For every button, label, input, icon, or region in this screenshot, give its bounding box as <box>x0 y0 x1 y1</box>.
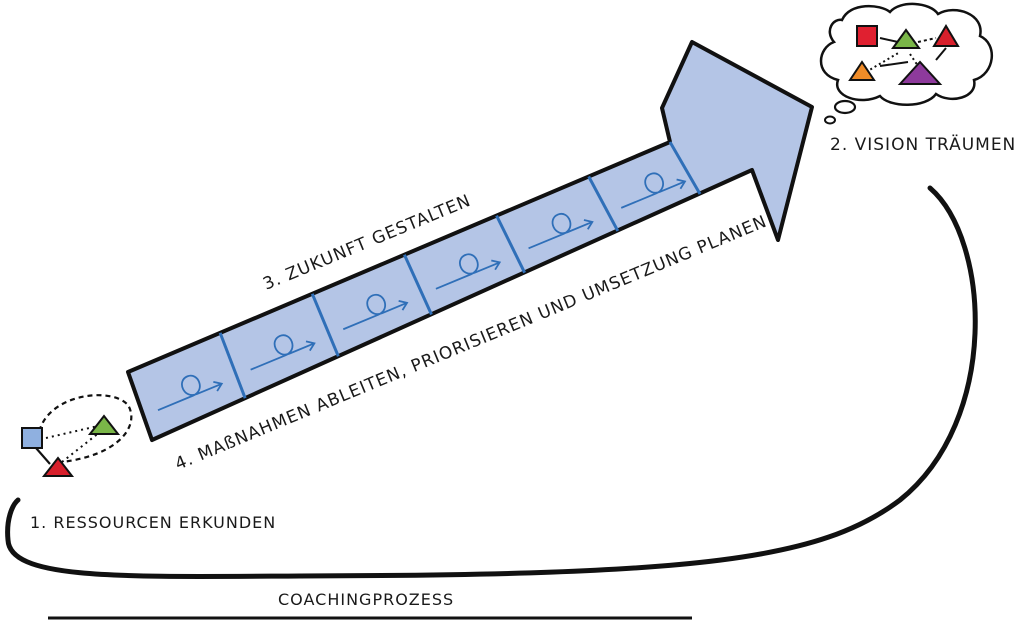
loop-arrow-icon <box>157 374 224 412</box>
arrow-segment-dividers <box>218 141 702 399</box>
segment-divider <box>218 332 247 399</box>
loop-arrow-icon <box>435 253 502 290</box>
thought-cloud-icon <box>819 2 994 125</box>
loop-arrow-icon <box>620 172 687 209</box>
cycle-return-curve <box>5 185 978 579</box>
segment-divider <box>403 254 433 316</box>
loop-arrow-icon <box>250 334 316 371</box>
arrow-loop-icons <box>157 172 687 412</box>
loop-arrow-icon <box>528 212 594 250</box>
step-1-label: 1. RESSOURCEN ERKUNDEN <box>30 513 276 532</box>
resources-shapes-icon <box>21 394 133 477</box>
loop-arrow-icon <box>342 293 409 331</box>
segment-divider <box>310 293 340 357</box>
process-title: COACHINGPROZESS <box>278 590 454 609</box>
step-2-label: 2. VISION TRÄUMEN <box>830 134 1016 155</box>
segment-divider <box>587 175 620 232</box>
segment-divider <box>668 141 702 195</box>
process-arrow <box>126 40 814 442</box>
segment-divider <box>495 214 526 274</box>
